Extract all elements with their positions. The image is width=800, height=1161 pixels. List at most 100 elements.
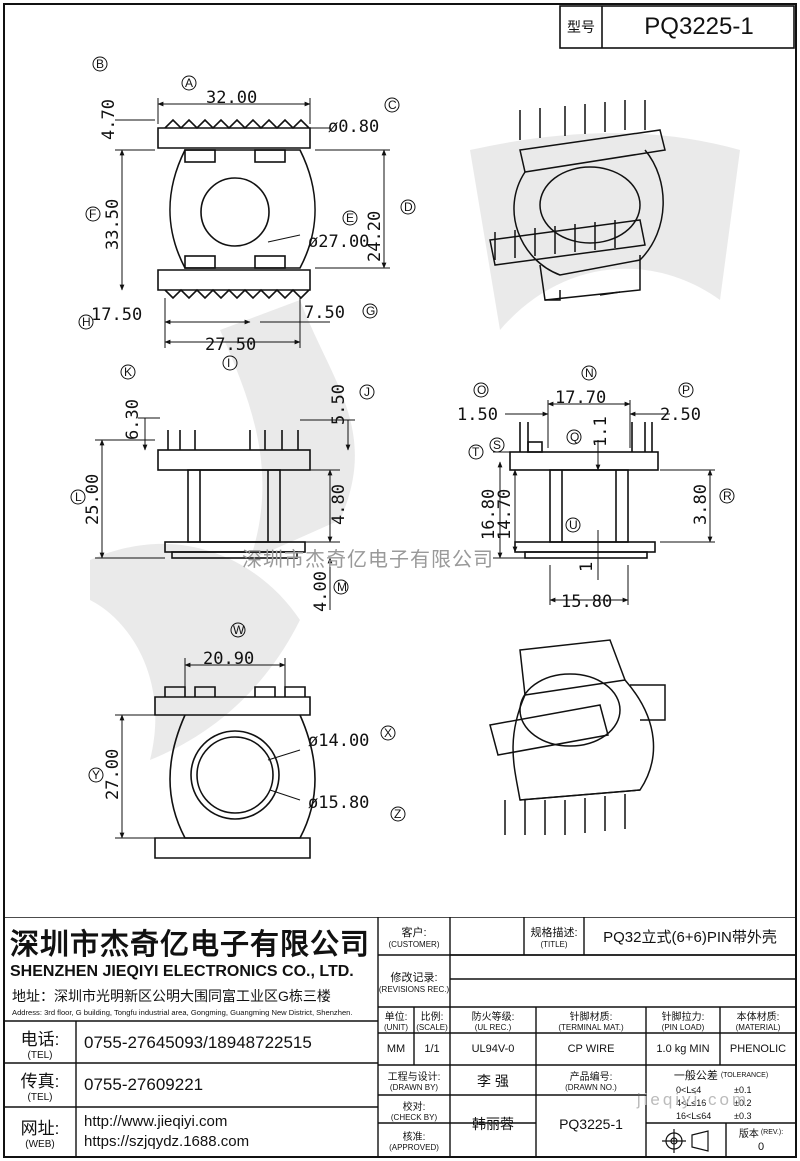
title-block-grid bbox=[4, 917, 796, 1157]
dim-j: 5.50 bbox=[329, 384, 349, 425]
customer-label-cell: 客户: (CUSTOMER) bbox=[378, 919, 450, 953]
label-j: J bbox=[364, 385, 370, 399]
dim-x: ø14.00 bbox=[308, 731, 369, 751]
company-address-en: Address: 3rd floor, G building, Tongfu i… bbox=[12, 1007, 353, 1017]
version-value: 0 bbox=[757, 1141, 765, 1153]
drawn-label: 工程与设计: bbox=[387, 1072, 441, 1083]
approved-label: 核准: bbox=[402, 1132, 426, 1143]
label-k: K bbox=[124, 365, 132, 379]
top-view-upper-flange bbox=[157, 127, 311, 149]
check-sub: (CHECK BY) bbox=[390, 1113, 438, 1122]
top-view-letter-markers bbox=[78, 56, 416, 371]
pinload-label-cell: 针脚拉力: (PIN LOAD) bbox=[646, 1007, 720, 1033]
version-sub: (REV.): bbox=[760, 1128, 784, 1136]
label-p: P bbox=[682, 383, 690, 397]
tel-value: 0755-27645093/18948722515 bbox=[84, 1033, 312, 1052]
revision-label-cell: 修改记录: (REVISIONS REC.) bbox=[378, 957, 450, 1005]
isometric-view-bottom bbox=[489, 639, 666, 835]
customer-sub: (CUSTOMER) bbox=[388, 939, 440, 949]
side-view bbox=[157, 430, 311, 559]
fax-label: 传真: bbox=[20, 1072, 60, 1091]
tolerance-range-1: 0<L≤4 bbox=[676, 1084, 702, 1095]
dim-m: 4.00 bbox=[311, 571, 331, 612]
scale-value: 1/1 bbox=[424, 1043, 440, 1055]
fax-value: 0755-27609221 bbox=[84, 1075, 204, 1094]
company-address-cn: 地址：深圳市光明新区公明大围同富工业区G栋三楼 bbox=[12, 988, 331, 1004]
web-link-2[interactable]: https://szjqydz.1688.com bbox=[84, 1132, 250, 1150]
top-view-dimension-lines bbox=[115, 98, 390, 348]
pinload-value: 1.0 kg MIN bbox=[656, 1043, 710, 1055]
company-name-en: SHENZHEN JIEQIYI ELECTRONICS CO., LTD. bbox=[10, 963, 354, 980]
material-value: PHENOLIC bbox=[729, 1043, 787, 1055]
drawing-no-label: 产品编号: bbox=[569, 1072, 613, 1083]
label-x: X bbox=[384, 726, 392, 740]
label-q: Q bbox=[570, 430, 579, 444]
web-link-1[interactable]: http://www.jieqiyi.com bbox=[84, 1112, 228, 1130]
dim-r: 3.80 bbox=[691, 484, 711, 525]
tolerance-sub: (TOLERANCE) bbox=[720, 1071, 769, 1079]
dim-front-bottom: 15.80 bbox=[561, 592, 612, 612]
drawing-no-sub: (DRAWN NO.) bbox=[565, 1083, 617, 1092]
label-n: N bbox=[585, 366, 594, 380]
label-l: L bbox=[75, 490, 82, 504]
title-sub: (TITLE) bbox=[540, 939, 568, 949]
drawn-value: 李 强 bbox=[477, 1073, 509, 1089]
tolerance-range-2: 4<L≤16 bbox=[676, 1097, 707, 1108]
front-view-letter-markers bbox=[468, 365, 735, 533]
title-value: PQ32立式(6+6)PIN带外壳 bbox=[603, 928, 777, 946]
material-label: 本体材质: bbox=[736, 1012, 780, 1023]
company-name-cn: 深圳市杰奇亿电子有限公司 bbox=[10, 929, 371, 961]
model-number: PQ3225-1 bbox=[644, 13, 754, 40]
version-label-cell: 版本 (REV.): bbox=[726, 1124, 796, 1140]
customer-value bbox=[450, 919, 524, 953]
top-view bbox=[157, 118, 316, 300]
label-u: U bbox=[569, 518, 578, 532]
tolerance-label: 一般公差 bbox=[673, 1070, 718, 1082]
unit-label-cell: 单位: (UNIT) bbox=[378, 1007, 414, 1033]
dim-z: ø15.80 bbox=[308, 793, 369, 813]
dim-u: 1 bbox=[577, 562, 597, 572]
side-view-texts: 25.00 6.30 5.50 4.80 4.00 K J L M bbox=[70, 364, 375, 612]
unit-value: MM bbox=[386, 1043, 406, 1055]
dim-p: 2.50 bbox=[660, 405, 701, 425]
dim-q: 1.1 bbox=[591, 416, 611, 447]
top-view-center-hole bbox=[200, 177, 270, 247]
label-a: A bbox=[185, 76, 193, 90]
dim-o: 1.50 bbox=[457, 405, 498, 425]
center-watermark: 深圳市杰奇亿电子有限公司 bbox=[242, 549, 494, 571]
drawing-no-label-cell: 产品编号: (DRAWN NO.) bbox=[536, 1067, 646, 1093]
tel-sub: (TEL) bbox=[27, 1050, 53, 1061]
dim-y: 27.00 bbox=[103, 749, 123, 800]
front-view bbox=[509, 422, 659, 559]
label-z: Z bbox=[394, 807, 401, 821]
material-sub: (MATERIAL) bbox=[735, 1023, 781, 1032]
tolerance-value-2: ±0.2 bbox=[734, 1097, 752, 1108]
isometric-view-top bbox=[489, 100, 666, 301]
terminal-label-cell: 针脚材质: (TERMINAL MAT.) bbox=[536, 1007, 646, 1033]
tel-label: 电话: bbox=[20, 1030, 60, 1049]
unit-label: 单位: bbox=[384, 1012, 408, 1023]
web-sub: (WEB) bbox=[25, 1139, 55, 1150]
label-r: R bbox=[723, 489, 732, 503]
terminal-label: 针脚材质: bbox=[569, 1012, 613, 1023]
bottom-view bbox=[154, 686, 316, 859]
check-label-cell: 校对: (CHECK BY) bbox=[378, 1097, 450, 1123]
model-label: 型号 bbox=[567, 19, 595, 35]
dim-h: 17.50 bbox=[91, 305, 142, 325]
bottom-view-dimension-lines bbox=[115, 658, 301, 839]
dim-f: 33.50 bbox=[103, 199, 123, 250]
dim-k: 6.30 bbox=[123, 399, 143, 440]
title-block: 深圳市杰奇亿电子有限公司 SHENZHEN JIEQIYI ELECTRONIC… bbox=[4, 917, 796, 1157]
dim-w: 20.90 bbox=[203, 649, 254, 669]
tolerance-range-3: 16<L≤64 bbox=[676, 1110, 712, 1121]
top-view-lower-flange bbox=[157, 269, 311, 291]
corner-watermark: jieqiyi.com bbox=[636, 1090, 750, 1109]
dim-t: 16.80 bbox=[479, 489, 499, 540]
check-label: 校对: bbox=[402, 1102, 426, 1113]
dim-g: 7.50 bbox=[304, 303, 345, 323]
dim-a: 32.00 bbox=[206, 88, 257, 108]
label-b: B bbox=[96, 57, 104, 71]
version-label: 版本 bbox=[738, 1128, 759, 1140]
label-i: I bbox=[227, 356, 230, 370]
drawn-label-cell: 工程与设计: (DRAWN BY) bbox=[378, 1067, 450, 1093]
